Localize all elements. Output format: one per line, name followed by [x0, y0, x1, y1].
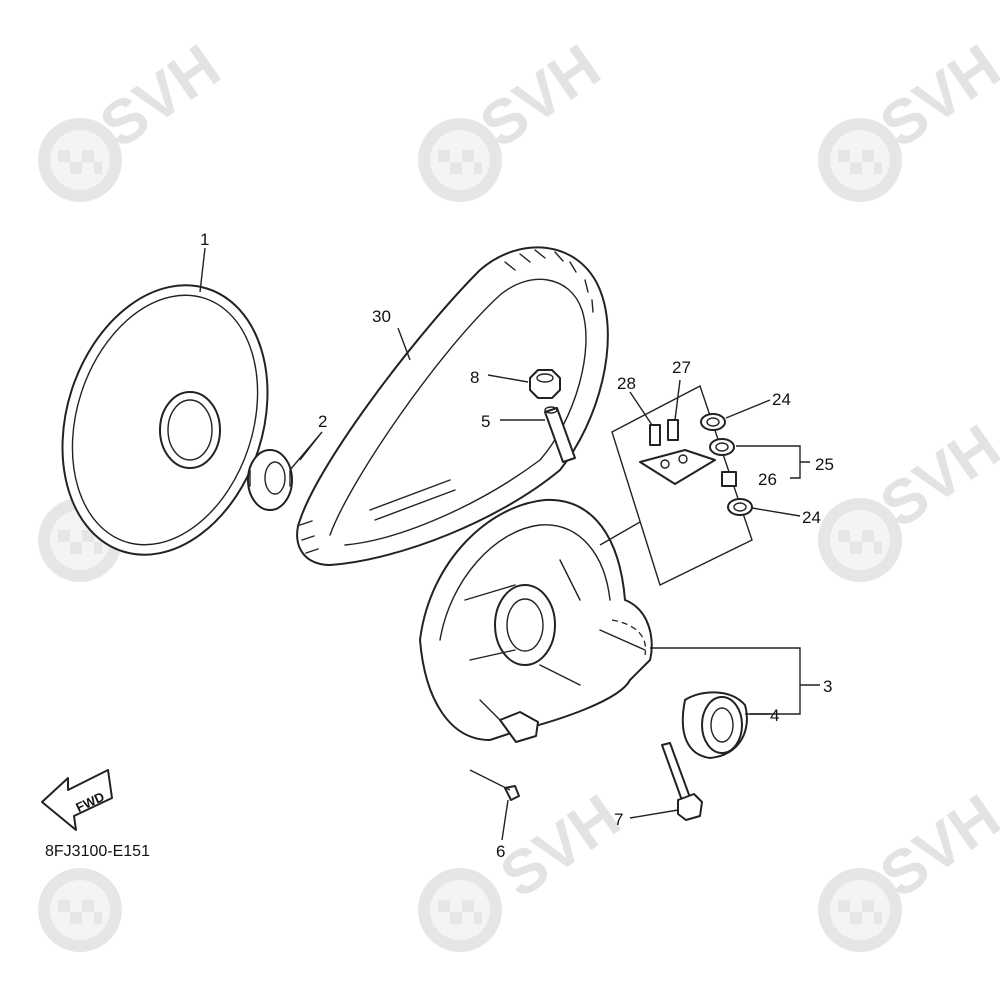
callout-7: 7: [614, 810, 623, 829]
callout-30: 30: [372, 307, 391, 326]
callout-24-top: 24: [772, 390, 791, 409]
callout-4: 4: [770, 706, 779, 725]
callout-1: 1: [200, 230, 209, 249]
callout-2: 2: [318, 412, 327, 431]
part-8-nut: [529, 369, 561, 399]
part-2-bushing: [247, 449, 293, 511]
watermark-logo: [418, 868, 502, 952]
callout-labels: 1 2 30 8 5 28 27 24 25 26 24 3 4 7 6 8FJ…: [45, 230, 834, 861]
fwd-arrow-icon: FWD: [41, 769, 113, 831]
part-24-25-26-27-28-hardware: [599, 385, 753, 586]
part-1-sheave: [61, 284, 269, 556]
watermark-brand: SVH: [488, 782, 632, 912]
watermark-logo: [38, 868, 122, 952]
callout-8: 8: [470, 368, 479, 387]
part-7-bolt: [661, 742, 703, 821]
leader-lines: [199, 247, 820, 841]
callout-24-bottom: 24: [802, 508, 821, 527]
part-3-sheave-housing: [419, 498, 653, 743]
callout-27: 27: [672, 358, 691, 377]
diagram-code: 8FJ3100-E151: [45, 843, 150, 860]
part-5-sleeve: [544, 406, 576, 463]
callout-3: 3: [823, 677, 832, 696]
callout-26: 26: [758, 470, 777, 489]
part-4-roller: [681, 691, 748, 759]
callout-5: 5: [481, 412, 490, 431]
callout-25: 25: [815, 455, 834, 474]
callout-6: 6: [496, 842, 505, 861]
callout-28: 28: [617, 374, 636, 393]
part-30-drive-belt: [296, 246, 609, 566]
